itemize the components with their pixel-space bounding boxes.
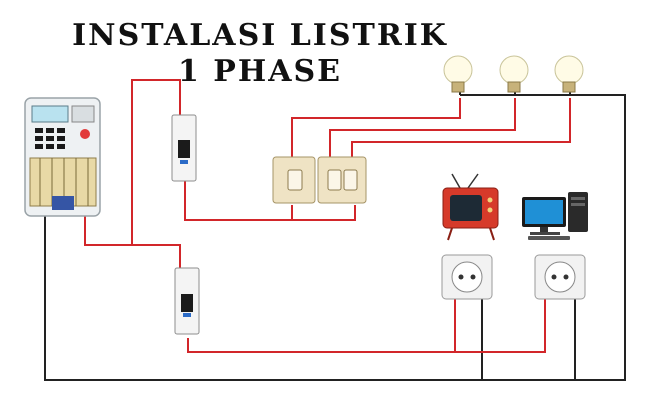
phase-switch-to-lamp-1 (291, 98, 461, 158)
lightbulb-icon (554, 55, 584, 85)
phase-switch-to-lamp-2 (329, 98, 516, 158)
phase-switch-to-lamp-3 (351, 98, 571, 158)
phase-mcb-to-socket-2 (187, 298, 546, 353)
single-switch (272, 156, 316, 204)
socket-1 (441, 254, 493, 300)
kwh-meter (24, 97, 101, 217)
phase-meter-to-mcb-top (84, 79, 181, 246)
indicator-led-icon (80, 129, 90, 139)
lamp-2 (499, 55, 529, 93)
tv (442, 173, 499, 241)
socket-2 (534, 254, 586, 300)
lightbulb-icon (499, 55, 529, 85)
lightbulb-icon (443, 55, 473, 85)
pc-tower-icon (568, 192, 588, 232)
title-line-1: INSTALASI LISTRIK (72, 18, 448, 53)
lamp-1 (443, 55, 473, 93)
title-line-2: 1 PHASE (177, 54, 343, 89)
computer (522, 192, 588, 240)
mcb-top (171, 114, 197, 182)
lamp-3 (554, 55, 584, 93)
double-switch (317, 156, 367, 204)
phase-mcb-to-switch-1 (184, 180, 293, 221)
phase-to-mcb-bottom (132, 244, 181, 268)
phase-mcb-to-switch-2 (292, 205, 356, 221)
phase-wires (84, 79, 571, 353)
mcb-bottom (174, 267, 200, 335)
